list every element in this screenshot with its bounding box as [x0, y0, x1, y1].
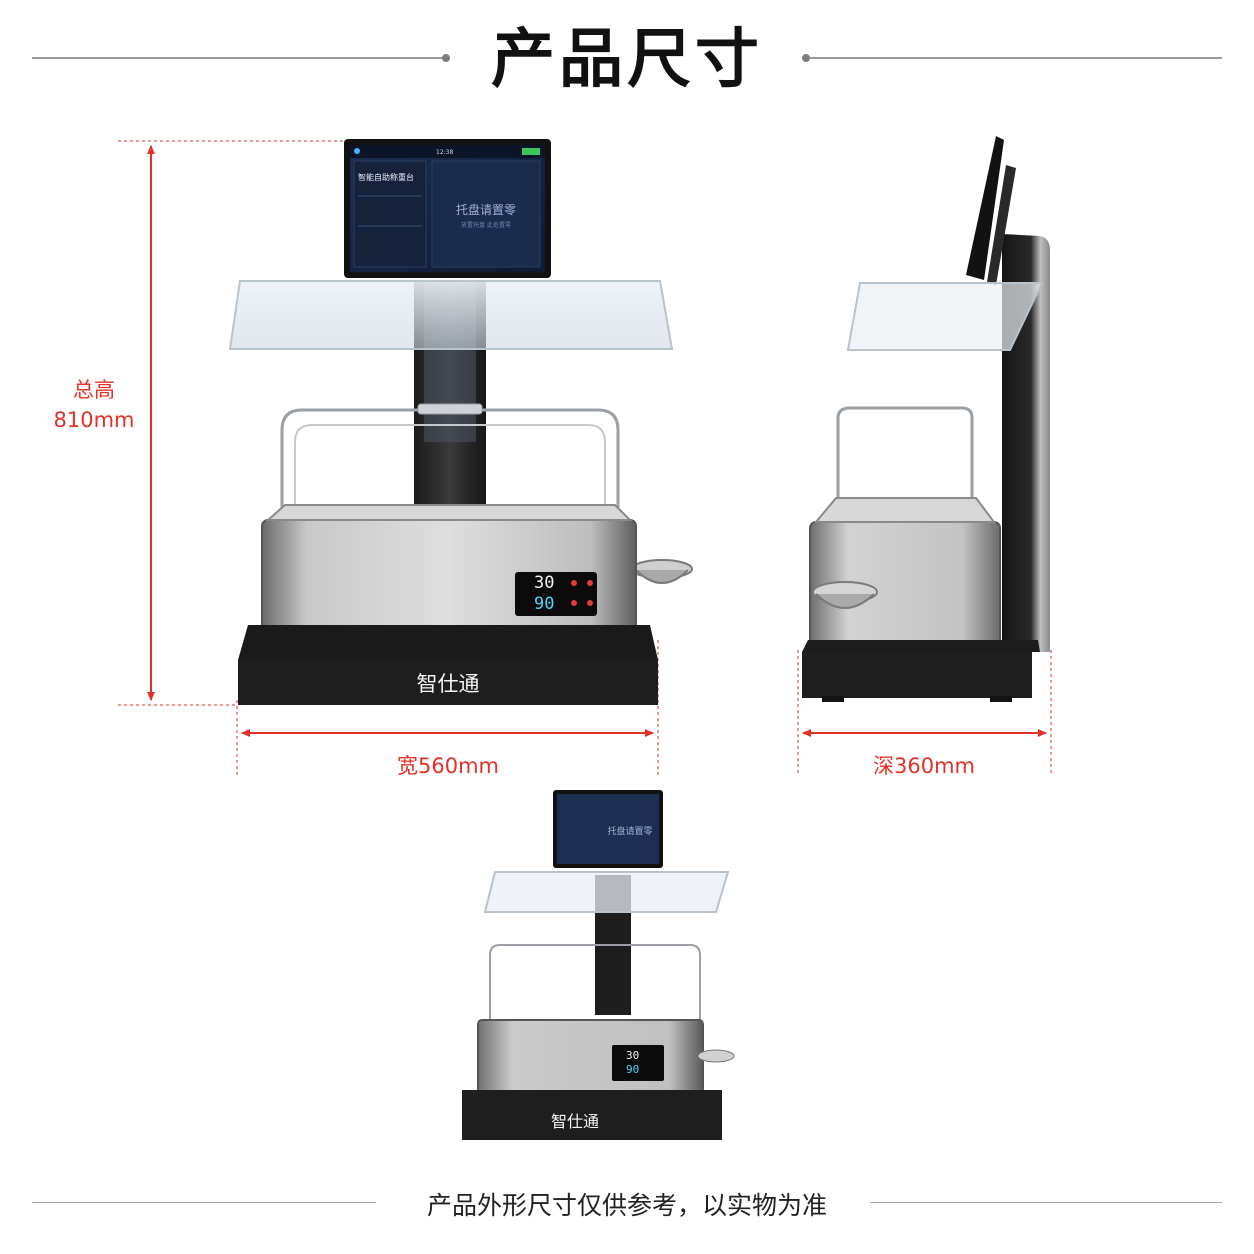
side-view-product — [802, 136, 1050, 702]
depth-label: 深360mm — [873, 754, 975, 778]
perspective-brand-label: 智仕通 — [550, 1112, 599, 1131]
height-value: 810mm — [53, 408, 135, 432]
front-control-panel — [515, 572, 597, 616]
perspective-glass-shelf — [483, 871, 730, 913]
height-label: 总高 — [73, 378, 115, 402]
width-label: 宽560mm — [397, 754, 499, 778]
front-screen-subprompt: 放置托盘 此处置零 — [461, 222, 511, 229]
perspective-tank — [477, 1019, 704, 1099]
perspective-panel-temp-bottom: 90 — [626, 1063, 640, 1076]
front-panel-temp-bottom: 90 — [534, 594, 555, 614]
front-brand-label: 智仕通 — [416, 672, 480, 696]
perspective-cover-frame — [489, 944, 701, 1025]
footer-note: 产品外形尺寸仅供参考，以实物为准 — [426, 1191, 827, 1220]
side-monitor — [966, 136, 1004, 280]
side-base — [802, 652, 1032, 698]
header-divider-right — [810, 57, 1222, 59]
front-screen-time: 12:38 — [436, 149, 454, 156]
header-dot-right — [802, 54, 810, 62]
front-panel-temp-top: 30 — [534, 573, 555, 593]
perspective-panel-temp-top: 30 — [626, 1049, 640, 1062]
footer-divider-right — [870, 1202, 1222, 1203]
footer-divider-left — [32, 1202, 376, 1203]
perspective-screen-prompt: 托盘请置零 — [607, 827, 653, 837]
header-divider-left — [32, 57, 444, 59]
header-dot-left — [442, 54, 450, 62]
page-title: 产品尺寸 — [491, 23, 763, 97]
perspective-view-product — [462, 790, 735, 1140]
front-screen-title: 智能自助称重台 — [358, 173, 414, 182]
front-view-product — [228, 139, 693, 705]
front-base — [238, 660, 658, 705]
perspective-bowl — [697, 1049, 735, 1063]
front-glass-shelf — [228, 280, 674, 350]
side-cover-frame — [836, 406, 974, 500]
front-screen-prompt: 托盘请置零 — [455, 203, 516, 217]
side-glass-shelf — [846, 282, 1044, 351]
